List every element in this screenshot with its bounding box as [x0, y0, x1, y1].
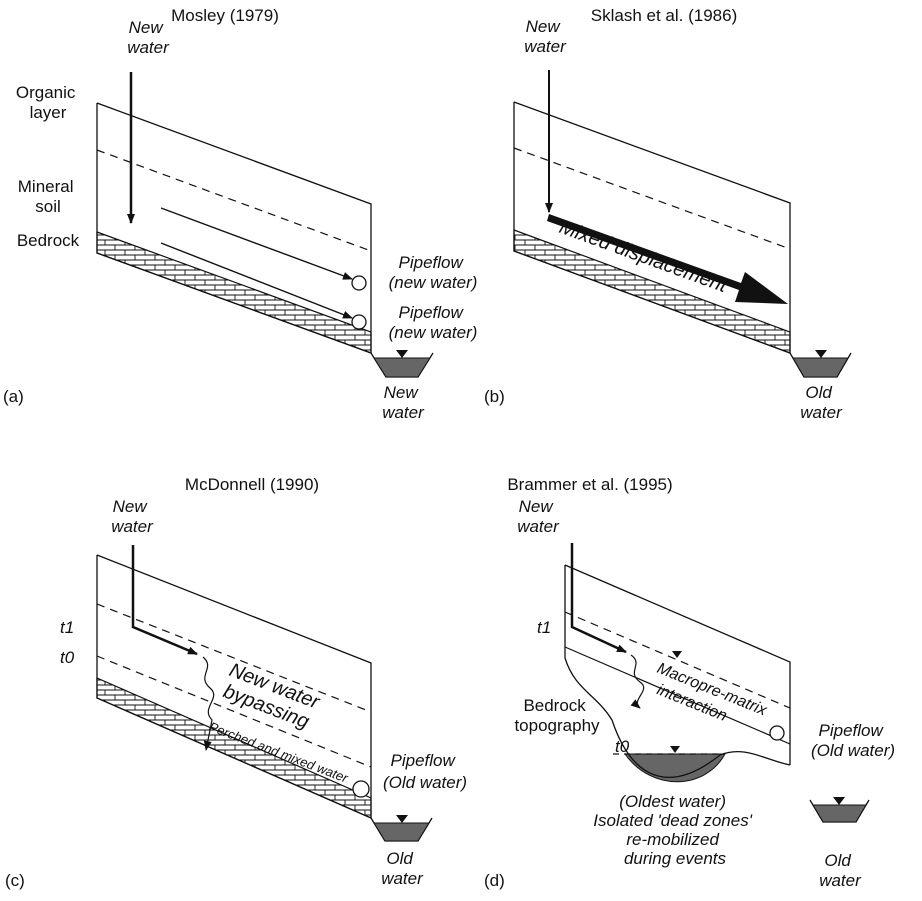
water-table-line: [96, 149, 372, 252]
panel-a-letter: (a): [3, 387, 24, 406]
pipe-outlet-upper: [351, 275, 367, 291]
water-table-dashed: [564, 611, 791, 709]
bedrock-topography-label: Bedrock topography: [514, 696, 600, 735]
water-level-marker: [396, 815, 408, 823]
stream-water: [812, 804, 867, 823]
pipeflow-label: Pipeflow (Old water): [383, 751, 467, 792]
water-level-marker-t1: [672, 651, 682, 658]
stream-label: Old water: [381, 849, 424, 888]
water-table-t1: [96, 603, 372, 713]
stream-water: [373, 822, 430, 842]
panel-c: McDonnell (1990) New water t1 t0 New wat…: [5, 475, 467, 890]
panel-d: Brammer et al. (1995) New water t1 t0 Ma…: [484, 475, 895, 890]
label-bedrock: Bedrock: [17, 231, 80, 250]
water-level-marker: [396, 350, 408, 358]
panel-a: Mosley (1979) New water Organic layer Mi…: [3, 6, 477, 422]
new-water-input-arrow: [131, 545, 198, 656]
interaction-squiggle: [630, 654, 645, 709]
pipe-outlet-lower: [351, 314, 367, 330]
stream-label: Old water: [800, 383, 843, 422]
panel-b-letter: (b): [484, 387, 505, 406]
hillslope-outline: [564, 564, 791, 765]
panel-d-title: Brammer et al. (1995): [507, 475, 672, 494]
hillslope-outline: [96, 554, 372, 819]
hillslope-outline: [96, 102, 372, 354]
oldest-water-label: (Oldest water) Isolated 'dead zones' re-…: [593, 792, 756, 868]
panel-b: Sklash et al. (1986) New water Mixed dis…: [484, 6, 852, 422]
interaction-label: Macropre-matrix interaction: [647, 660, 773, 740]
water-level-marker: [815, 350, 827, 358]
stream-water: [792, 357, 849, 378]
pipe-flow-arrow-upper: [160, 207, 353, 280]
panel-a-input-label: New water: [127, 18, 170, 57]
water-level-marker: [833, 797, 845, 805]
hillslope-outline: [513, 101, 791, 354]
new-water-input-arrow: [570, 543, 627, 654]
bedrock-layer: [96, 231, 372, 354]
stream-label: Old water: [819, 851, 862, 890]
stream-water: [373, 357, 431, 378]
pipe-outlet: [352, 780, 370, 798]
bypass-label: New water bypassing: [218, 659, 327, 736]
label-t0: t0: [60, 648, 75, 667]
panel-d-letter: (d): [484, 871, 505, 890]
panel-b-title: Sklash et al. (1986): [591, 6, 737, 25]
pipeflow-label: Pipeflow (Old water): [811, 721, 895, 760]
oldest-water-pool: [624, 753, 726, 783]
panel-c-title: McDonnell (1990): [185, 475, 319, 494]
panel-b-input-label: New water: [524, 17, 567, 56]
water-table-line: [513, 147, 791, 250]
pipeflow-label-upper: Pipeflow (new water): [389, 253, 478, 292]
pipe-outlet: [769, 725, 785, 741]
panel-c-input-label: New water: [111, 497, 154, 536]
bedrock-topography-line: [564, 627, 791, 778]
water-level-marker-t0: [670, 746, 680, 753]
label-organic-layer: Organic layer: [16, 83, 80, 122]
label-t1: t1: [60, 618, 74, 637]
mixed-displacement-arrow: [547, 214, 788, 304]
panel-a-title: Mosley (1979): [171, 6, 279, 25]
label-mineral-soil: Mineral soil: [18, 177, 78, 216]
stream-label: New water: [382, 383, 425, 422]
water-table-t0: [96, 655, 372, 768]
panel-c-letter: (c): [5, 871, 25, 890]
bypass-flow-squiggle: [202, 656, 215, 751]
label-t1: t1: [537, 618, 551, 637]
water-table-t1: [564, 646, 791, 745]
pipe-flow-arrow-lower: [160, 242, 353, 319]
panel-d-input-label: New water: [517, 497, 560, 536]
pipeflow-label-lower: Pipeflow (new water): [389, 303, 478, 342]
label-t0: t0: [615, 737, 630, 756]
